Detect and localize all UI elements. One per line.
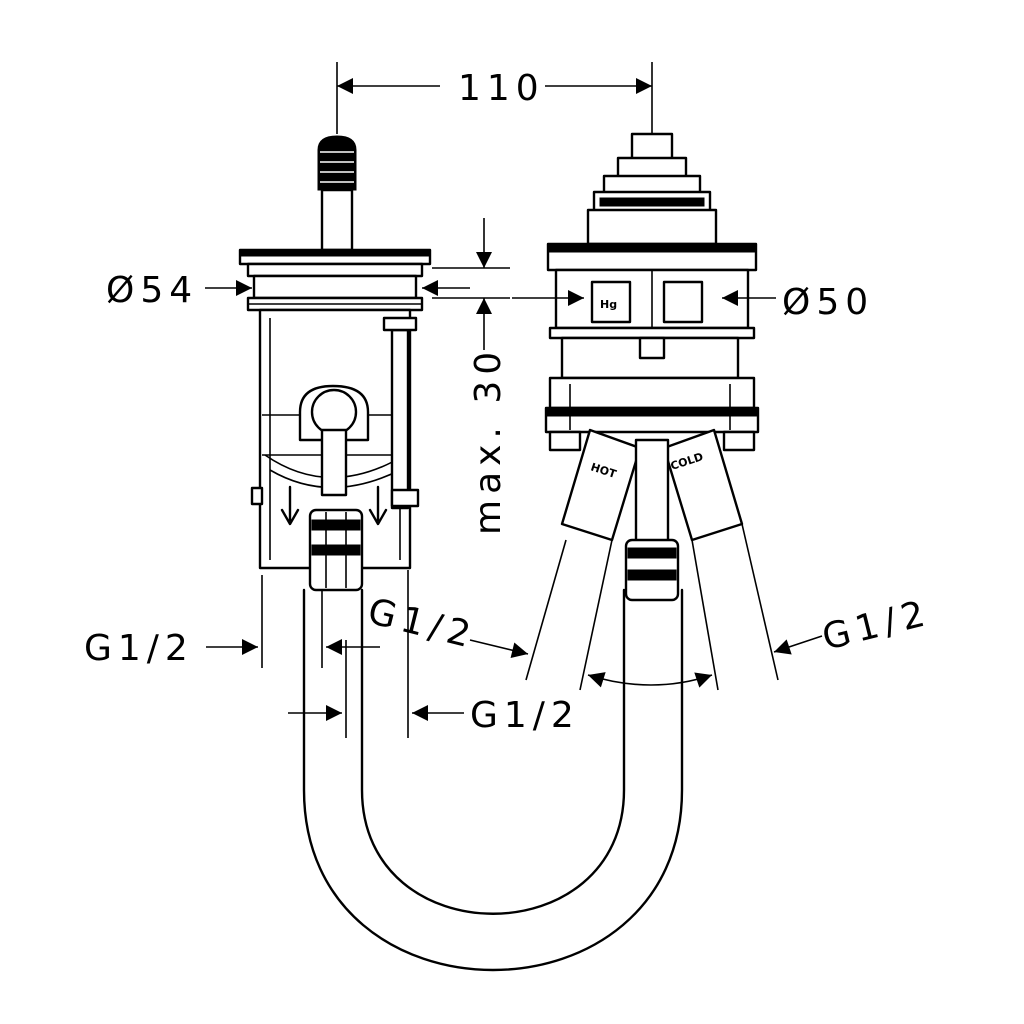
thread-center-label: G1/2 [364, 591, 480, 657]
width-dimension: 110 [458, 68, 545, 109]
dimension-diameter-54: Ø54 [106, 270, 470, 311]
thread-g12-left: G1/2 [84, 575, 380, 669]
thread-g12-bottom: G1/2 [288, 570, 580, 738]
thread-left-label: G1/2 [84, 628, 194, 669]
flexible-hose [302, 588, 684, 972]
left-valve-body [238, 135, 432, 592]
thread-right-label: G1/2 [818, 592, 934, 658]
diameter-50-label: Ø50 [782, 282, 874, 323]
thread-bottom-label: G1/2 [470, 695, 580, 736]
dimension-diameter-50: Ø50 [512, 282, 874, 323]
diameter-54-label: Ø54 [106, 270, 198, 311]
right-valve-body: Hg HOT COLD [544, 132, 760, 602]
cartridge-mark: Hg [600, 298, 617, 311]
height-dimension: max. 30 [468, 346, 509, 535]
spout-width-dimension [579, 539, 719, 691]
dimension-max-30: max. 30 [432, 218, 510, 535]
thread-g12-right: G1/2 [741, 523, 935, 681]
dimension-110: 110 [336, 62, 653, 134]
